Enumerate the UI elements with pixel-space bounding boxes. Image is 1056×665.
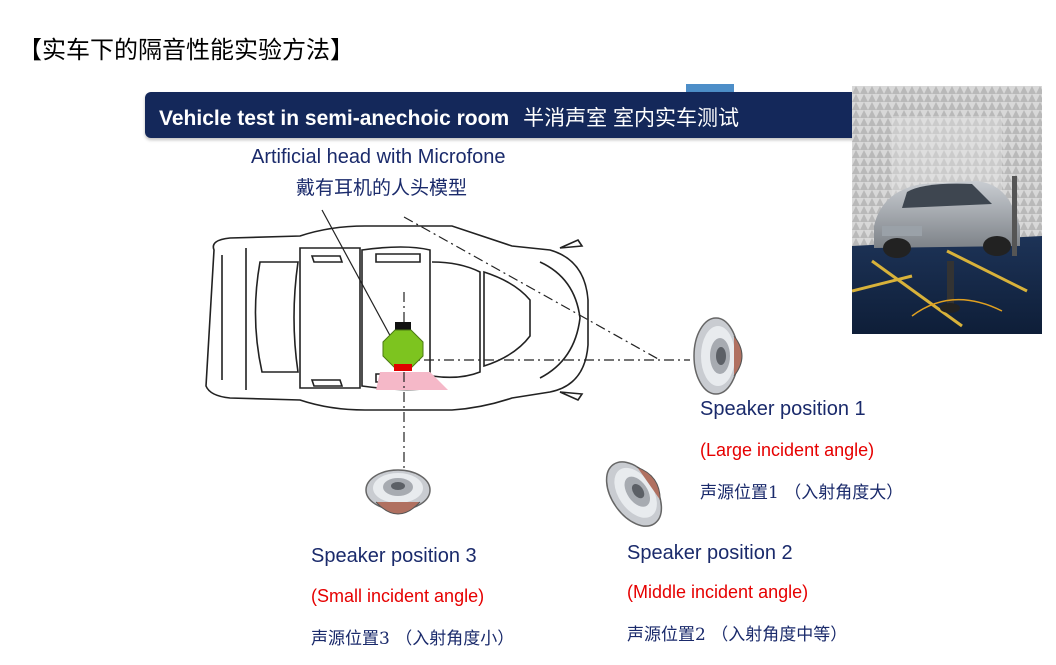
speaker-1-cn: 声源位置1 （入射角度大） [700,483,904,503]
speaker-icon-3 [365,469,431,515]
speaker-icon-2 [605,461,663,527]
speaker-2-name: Speaker position 2 [627,542,793,564]
banner-title: Vehicle test in semi-anechoic room 半消声室 室… [159,102,739,132]
seat-area [376,372,448,390]
head-label-en: Artificial head with Microfone [251,146,506,168]
artificial-head-icon [382,322,424,371]
speaker-2-angle: (Middle incident angle) [627,582,809,602]
banner-title-cn: 半消声室 室内实车测试 [523,107,739,130]
speaker-2-cn: 声源位置2 （入射角度中等） [627,625,848,645]
diagonal-axis-line [403,216,661,361]
page-title: 【实车下的隔音性能实验方法】 [18,36,354,64]
speaker-3-cn: 声源位置3 （入射角度小） [311,629,515,649]
speaker-icon-1 [693,317,743,395]
speaker-1-angle: (Large incident angle) [700,440,875,460]
anechoic-room-photo-graphic [852,86,1042,334]
banner-accent-tab [686,84,734,94]
anechoic-room-photo [852,86,1042,334]
head-leader-line [321,209,401,355]
speaker-3-angle: (Small incident angle) [311,586,485,606]
section-banner: Vehicle test in semi-anechoic room 半消声室 室… [145,92,861,138]
speaker-1-name: Speaker position 1 [700,398,866,420]
head-label-cn: 戴有耳机的人头模型 [296,177,468,199]
banner-title-en: Vehicle test in semi-anechoic room [159,107,510,130]
speaker-3-name: Speaker position 3 [311,545,477,567]
